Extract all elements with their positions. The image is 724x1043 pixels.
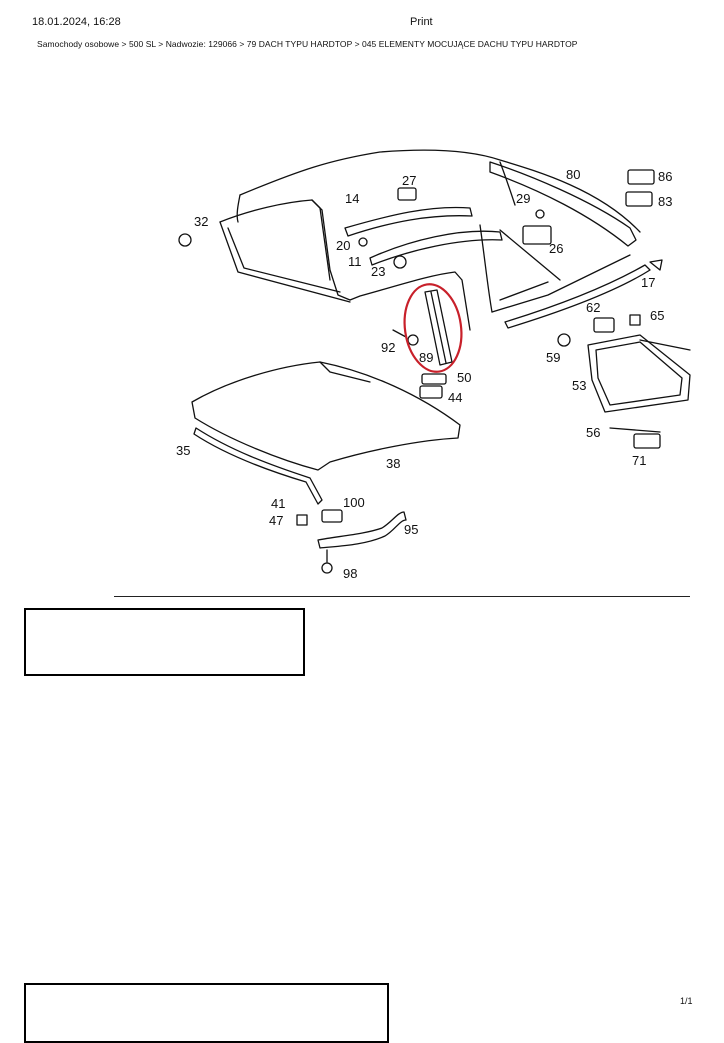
- callout-label-71: 71: [632, 453, 646, 468]
- callout-label-53: 53: [572, 378, 586, 393]
- callout-label-23: 23: [371, 264, 385, 279]
- callout-label-35: 35: [176, 443, 190, 458]
- highlight-circle: [403, 283, 463, 373]
- callout-label-59: 59: [546, 350, 560, 365]
- callout-label-56: 56: [586, 425, 600, 440]
- parts-diagram: 80 86 83 27 29 14 32 20 26 11 23 17 62 65 92 89 59 53 50 44…: [176, 149, 691, 581]
- callout-label-47: 47: [269, 513, 283, 528]
- callout-label-89: 89: [419, 350, 433, 365]
- side-strip-14: [344, 206, 473, 237]
- seal-strip-35: [193, 427, 323, 505]
- callout-label-29: 29: [516, 191, 530, 206]
- page-number: 1/1: [680, 996, 693, 1006]
- callout-label-80: 80: [566, 167, 580, 182]
- handle-95: [317, 511, 407, 549]
- seal-strip-17: [504, 259, 663, 329]
- callout-label-11: 11: [348, 254, 362, 269]
- windscreen-frame-32: [219, 199, 471, 331]
- part-89-strip: [424, 289, 453, 366]
- print-title: Print: [410, 16, 433, 28]
- callout-label-95: 95: [404, 522, 418, 537]
- redacted-box-top: [24, 608, 305, 676]
- callout-label-98: 98: [343, 566, 357, 581]
- callout-label-62: 62: [586, 300, 600, 315]
- callout-label-32: 32: [194, 214, 208, 229]
- separator-line: [114, 596, 690, 597]
- callout-label-27: 27: [402, 173, 416, 188]
- callout-label-100: 100: [343, 495, 365, 510]
- hardtop-roof-outline: [236, 149, 641, 313]
- callout-label-83: 83: [658, 194, 672, 209]
- roof-liner-38: [191, 361, 461, 471]
- callout-labels: 80 86 83 27 29 14 32 20 26 11 23 17 62 65 92 89 59 53 50 44…: [176, 167, 672, 581]
- small-parts: [178, 169, 661, 574]
- roof-strip-80: [489, 161, 637, 247]
- callout-label-50: 50: [457, 370, 471, 385]
- callout-label-65: 65: [650, 308, 664, 323]
- callout-label-41: 41: [271, 496, 285, 511]
- breadcrumb: Samochody osobowe > 500 SL > Nadwozie: 1…: [37, 39, 578, 49]
- callout-label-20: 20: [336, 238, 350, 253]
- callout-label-17: 17: [641, 275, 655, 290]
- side-strip-20: [369, 230, 503, 266]
- callout-label-38: 38: [386, 456, 400, 471]
- rear-window-53: [587, 334, 691, 413]
- callout-label-14: 14: [345, 191, 359, 206]
- callout-label-92: 92: [381, 340, 395, 355]
- redacted-box-bottom: [24, 983, 389, 1043]
- print-datetime: 18.01.2024, 16:28: [32, 16, 121, 28]
- callout-label-44: 44: [448, 390, 462, 405]
- callout-label-26: 26: [549, 241, 563, 256]
- callout-label-86: 86: [658, 169, 672, 184]
